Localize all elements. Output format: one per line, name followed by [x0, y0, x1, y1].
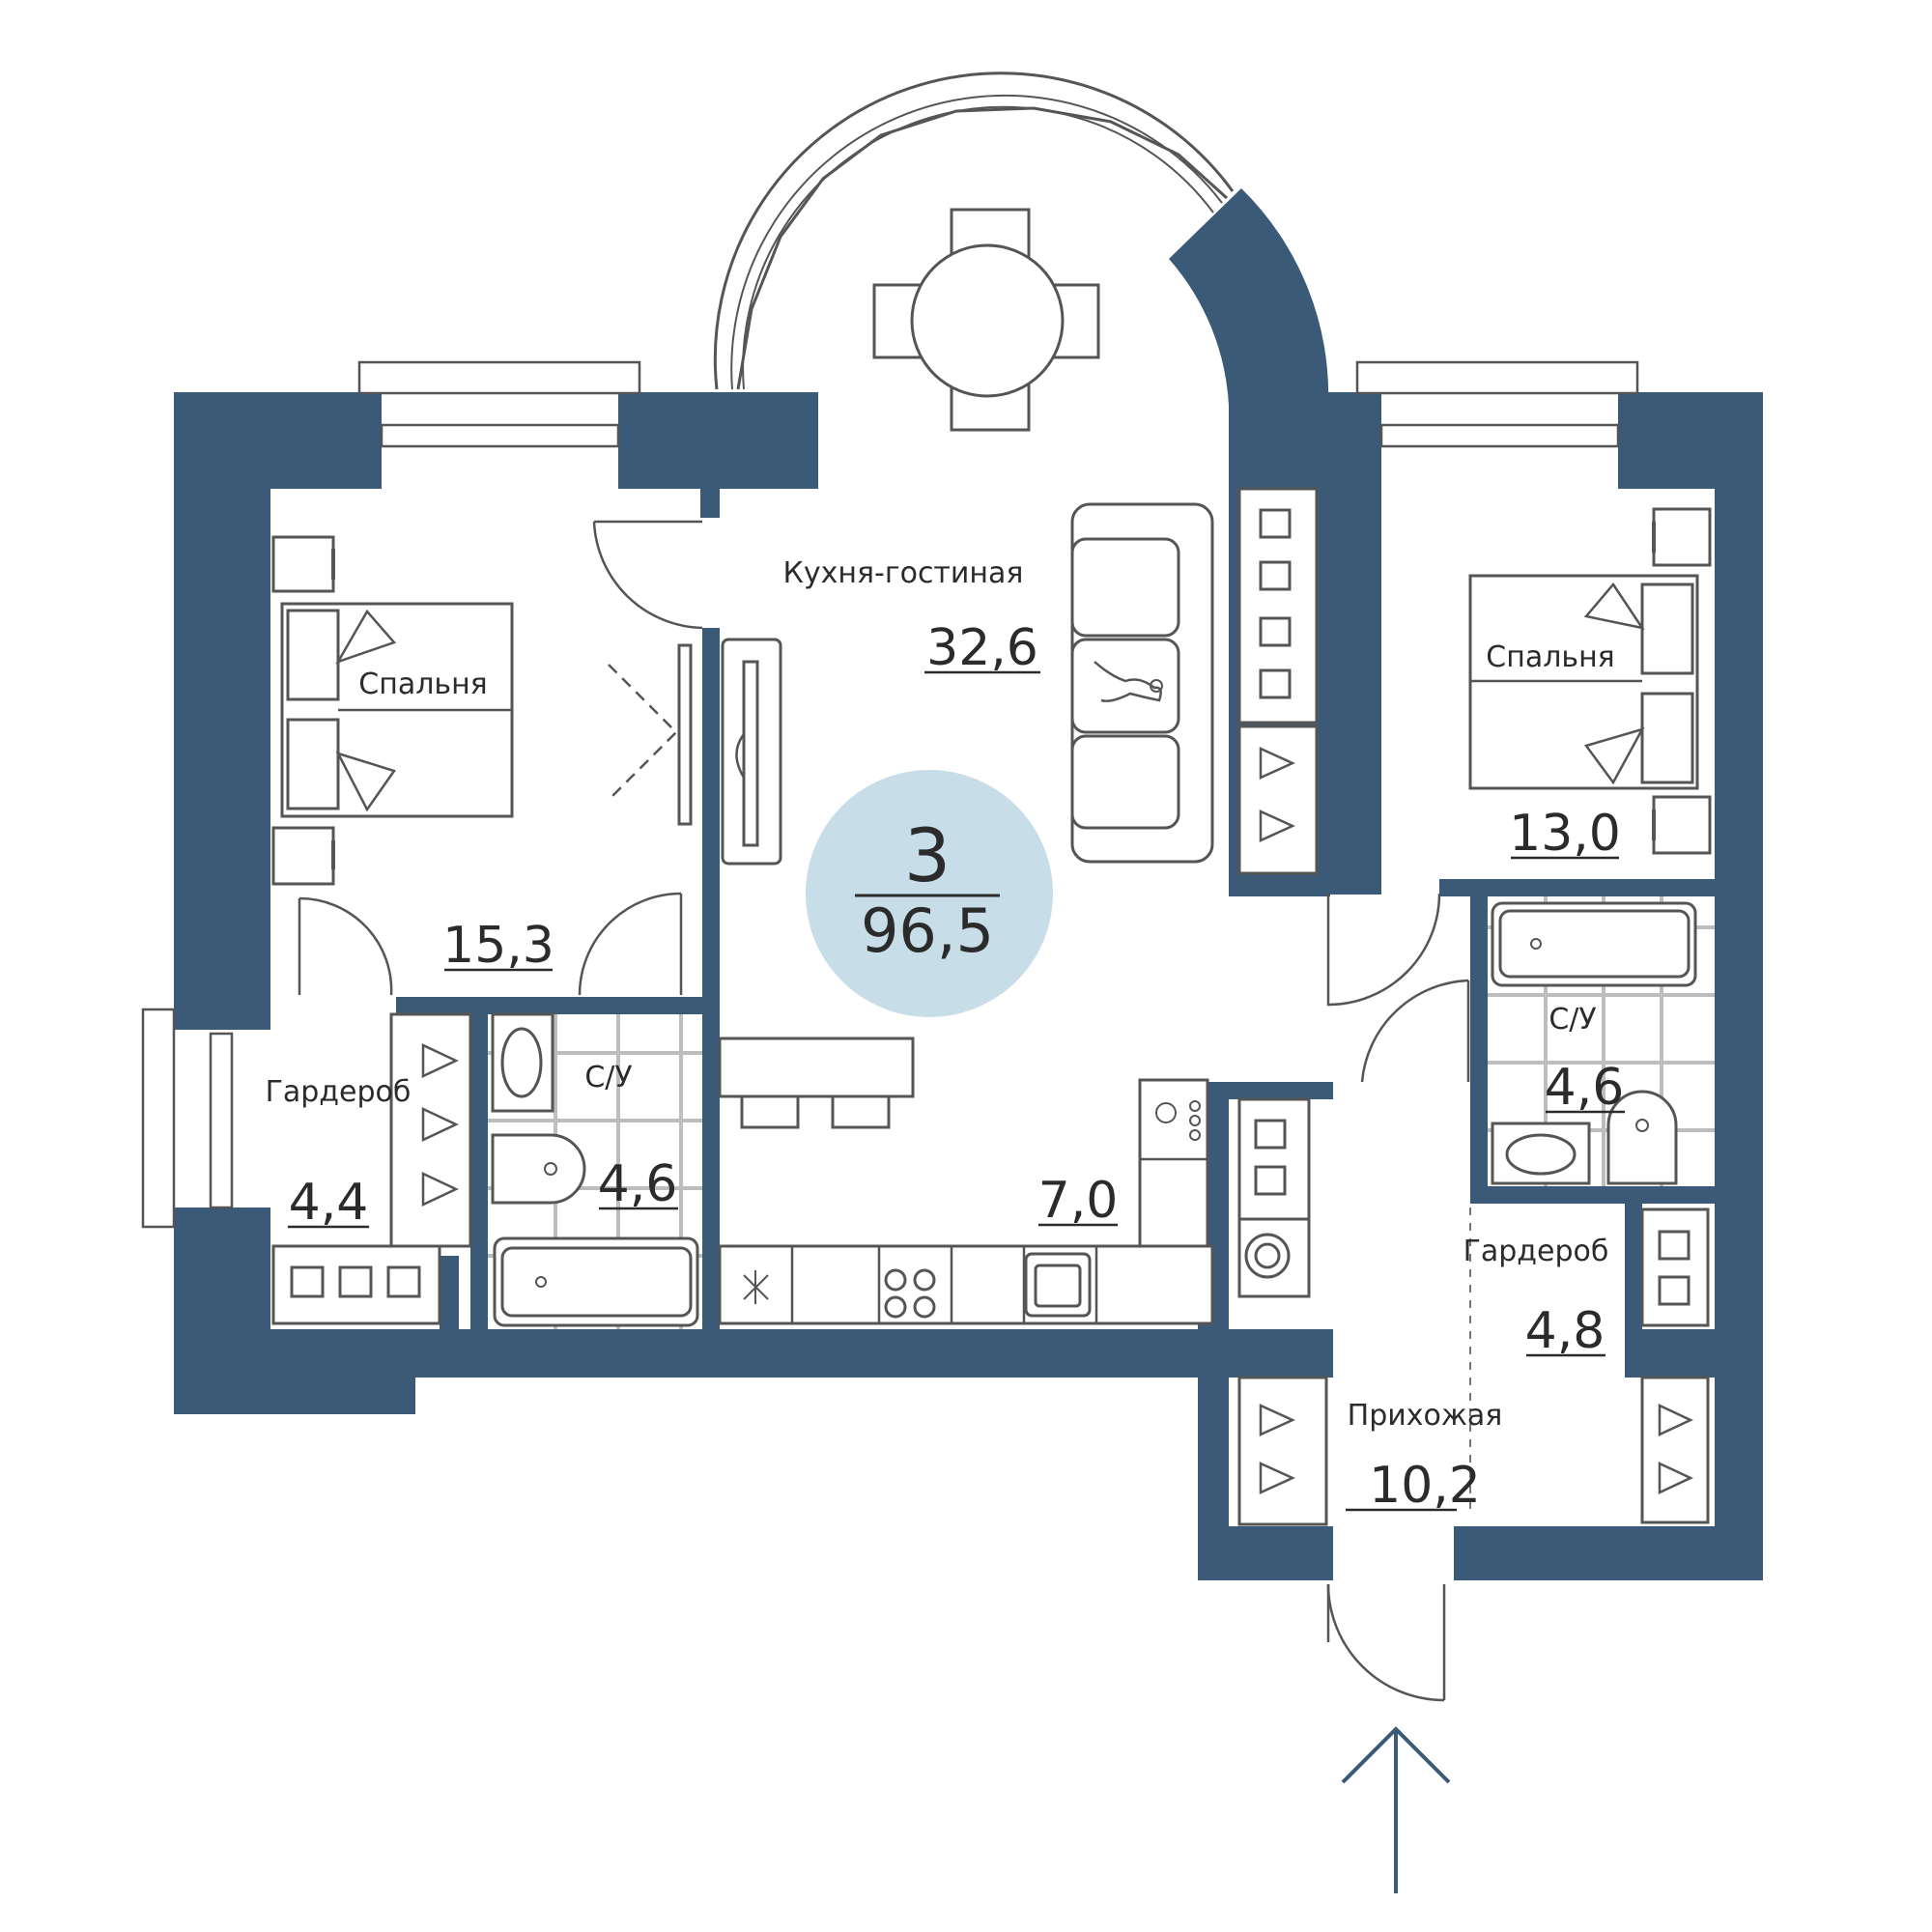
bathtub-icon — [493, 1236, 699, 1327]
bed-icon — [280, 602, 514, 818]
bar-counter — [718, 1037, 915, 1129]
toilet-icon — [491, 1133, 586, 1205]
sofa-icon — [1070, 502, 1214, 864]
fridge-icon — [743, 1270, 769, 1304]
wardrobe-left-door — [608, 643, 693, 826]
wardrobe-right-bedroom — [1237, 487, 1319, 875]
bath-right-area: 4,6 — [1545, 1059, 1625, 1117]
kitchen-area: 7,0 — [1038, 1172, 1119, 1230]
kitchen-living-area: 32,6 — [926, 619, 1038, 677]
nightstand-right — [1652, 507, 1712, 855]
walls — [174, 188, 1763, 1580]
hallway-name: Прихожая — [1348, 1399, 1503, 1433]
wardrobe-right-area: 4,8 — [1525, 1302, 1605, 1360]
dining-table-icon — [872, 208, 1100, 432]
tv-unit — [721, 638, 782, 866]
summary-badge-circle — [806, 770, 1053, 1017]
kitchen-counter — [718, 1078, 1214, 1325]
nightstand — [271, 535, 335, 886]
bathtub-icon-right — [1491, 901, 1697, 987]
total-area: 96,5 — [861, 895, 994, 966]
bed-icon-right — [1468, 574, 1699, 790]
wardrobe-left-name: Гардероб — [266, 1075, 412, 1109]
entrance-arrow-icon — [1341, 1726, 1451, 1893]
bedroom-right-name: Спальня — [1486, 640, 1614, 674]
bath-left-area: 4,6 — [598, 1155, 678, 1213]
bedroom-left-area: 15,3 — [442, 917, 554, 975]
summary-badge: 3 96,5 — [806, 770, 1053, 1017]
rooms-count: 3 — [904, 812, 951, 898]
windows — [141, 360, 1639, 1229]
bath-right-name: С/У — [1548, 1003, 1596, 1037]
hallway-furniture — [1237, 1097, 1710, 1526]
bedroom-left-name: Спальня — [358, 668, 487, 701]
bath-left-name: С/У — [584, 1061, 632, 1094]
doors — [298, 520, 1470, 1702]
kitchen-living-name: Кухня-гостиная — [783, 556, 1024, 590]
room-labels: Кухня-гостиная 32,6 7,0 Спальня 15,3 Спа… — [266, 556, 1625, 1515]
hallway-area: 10,2 — [1369, 1457, 1481, 1515]
hanger-icon — [421, 1043, 459, 1207]
stove-icon — [884, 1268, 936, 1319]
sink-icon — [491, 1012, 554, 1113]
bay-window — [713, 71, 1235, 390]
wardrobe-right-name: Гардероб — [1463, 1235, 1609, 1268]
drawer-set-left — [290, 1265, 421, 1298]
sink-icon-right — [1491, 1122, 1591, 1185]
toilet-icon-right — [1606, 1090, 1678, 1185]
wardrobe-left-area: 4,4 — [289, 1174, 369, 1232]
kitchen-sink-icon — [1024, 1252, 1092, 1318]
dishes-icon — [1155, 1100, 1201, 1141]
cat-icon — [1094, 661, 1163, 702]
bedroom-right-area: 13,0 — [1509, 805, 1621, 863]
